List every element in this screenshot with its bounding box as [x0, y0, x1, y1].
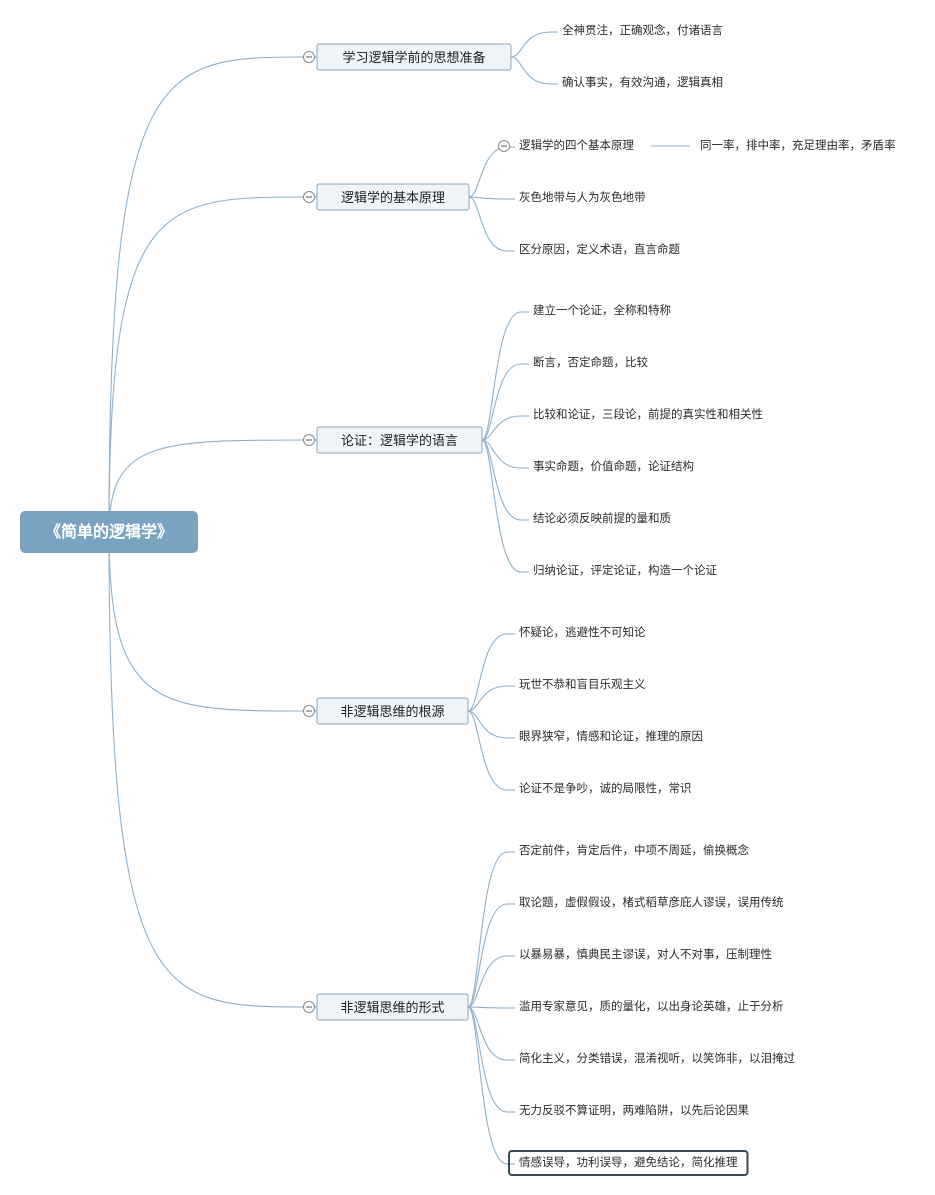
leaf-node[interactable]: 归纳论证，评定论证，构造一个论证 — [533, 563, 717, 577]
leaf-label: 怀疑论，逃避性不可知论 — [519, 625, 646, 639]
leaf-label: 断言，否定命题，比较 — [533, 355, 648, 369]
collapse-toggle-icon[interactable] — [303, 434, 315, 446]
leaf-node[interactable]: 灰色地带与人为灰色地带 — [519, 190, 646, 204]
branch-label: 非逻辑思维的根源 — [340, 704, 444, 720]
leaf-node[interactable]: 结论必须反映前提的量和质 — [533, 511, 671, 525]
leaf-label: 逻辑学的四个基本原理 — [519, 138, 634, 152]
collapse-toggle-icon[interactable] — [498, 140, 510, 152]
root-branch-edge — [108, 56, 310, 533]
branch-leaf-edge — [468, 196, 508, 252]
sub-leaf-label: 同一率，排中率，充足理由率，矛盾率 — [700, 138, 896, 152]
leaf-node[interactable]: 确认事实，有效沟通，逻辑真相 — [562, 75, 723, 89]
leaf-node[interactable]: 逻辑学的四个基本原理 — [519, 138, 634, 152]
leaf-label: 简化主义，分类错误，混淆视听，以笑饰非，以泪掩过 — [519, 1051, 795, 1065]
selection-outline — [508, 1150, 749, 1176]
root-branch-edge — [108, 196, 310, 533]
leaf-node[interactable]: 眼界狭窄，情感和论证，推理的原因 — [519, 729, 703, 743]
leaf-node[interactable]: 建立一个论证，全称和特称 — [533, 303, 671, 317]
leaf-node[interactable]: 简化主义，分类错误，混淆视听，以笑饰非，以泪掩过 — [519, 1051, 795, 1065]
branch-leaf-edge — [467, 710, 508, 739]
leaf-node[interactable]: 以暴易暴，慎典民主谬误，对人不对事，压制理性 — [519, 947, 772, 961]
leaf-label: 情感误导，功利误导，避免结论，简化推理 — [519, 1155, 738, 1169]
root-node[interactable]: 《简单的逻辑学》 — [20, 511, 198, 553]
branch-leaf-edge — [481, 415, 522, 441]
branch-leaf-edge — [481, 363, 522, 441]
branch-label: 学习逻辑学前的思想准备 — [342, 50, 485, 66]
leaf-node[interactable]: 论证不是争吵，诚的局限性，常识 — [519, 781, 692, 795]
branch-leaf-edge — [481, 439, 522, 573]
branch-leaf-edge — [467, 851, 508, 1008]
branch-leaf-edge — [510, 31, 551, 58]
leaf-node[interactable]: 全神贯注，正确观念，付诸语言 — [562, 23, 723, 37]
root-branch-edge — [108, 531, 310, 1008]
leaf-node[interactable]: 玩世不恭和盲目乐观主义 — [519, 677, 646, 691]
leaf-label: 眼界狭窄，情感和论证，推理的原因 — [519, 729, 703, 743]
leaf-label: 区分原因，定义术语，直言命题 — [519, 242, 680, 256]
leaf-node[interactable]: 比较和论证，三段论，前提的真实性和相关性 — [533, 407, 763, 421]
branch-leaf-edge — [467, 1006, 508, 1009]
branch-leaf-edge — [468, 146, 508, 198]
branch-leaf-edge — [510, 56, 551, 85]
branch-node[interactable]: 非逻辑思维的根源 — [316, 697, 469, 725]
branch-leaf-edge — [468, 196, 508, 200]
branch-node[interactable]: 逻辑学的基本原理 — [316, 183, 470, 211]
leaf-node[interactable]: 断言，否定命题，比较 — [533, 355, 648, 369]
collapse-toggle-icon[interactable] — [303, 1001, 315, 1013]
branch-leaf-edge — [467, 903, 508, 1008]
leaf-node-selected[interactable]: 情感误导，功利误导，避免结论，简化推理 — [508, 1150, 749, 1176]
branch-node[interactable]: 非逻辑思维的形式 — [316, 993, 469, 1021]
branch-leaf-edge — [467, 685, 508, 712]
leaf-node[interactable]: 事实命题，价值命题，论证结构 — [533, 459, 694, 473]
mind-map-edges — [108, 31, 690, 1165]
branch-leaf-edge — [467, 1006, 508, 1165]
branch-leaf-edge — [467, 633, 508, 712]
leaf-label: 灰色地带与人为灰色地带 — [519, 190, 646, 204]
root-branch-edge — [108, 531, 310, 712]
mind-map-nodes: 《简单的逻辑学》 学习逻辑学前的思想准备 全神贯注，正确观念，付诸语言确认事实，有… — [20, 23, 896, 1176]
branch-node[interactable]: 学习逻辑学前的思想准备 — [316, 43, 512, 71]
branch-label: 论证：逻辑学的语言 — [341, 433, 458, 449]
leaf-label: 归纳论证，评定论证，构造一个论证 — [533, 563, 717, 577]
leaf-node[interactable]: 怀疑论，逃避性不可知论 — [519, 625, 646, 639]
leaf-label: 结论必须反映前提的量和质 — [533, 511, 671, 525]
branch-leaf-edge — [481, 311, 522, 441]
leaf-label: 滥用专家意见，质的量化，以出身论英雄，止于分析 — [519, 999, 784, 1013]
collapse-toggle-icon[interactable] — [303, 191, 315, 203]
root-branch-edge — [108, 439, 310, 533]
leaf-node[interactable]: 滥用专家意见，质的量化，以出身论英雄，止于分析 — [519, 999, 784, 1013]
leaf-node[interactable]: 无力反驳不算证明，两难陷阱，以先后论因果 — [519, 1103, 749, 1117]
leaf-label: 事实命题，价值命题，论证结构 — [533, 459, 694, 473]
sub-leaf-node[interactable]: 同一率，排中率，充足理由率，矛盾率 — [700, 138, 896, 152]
branch-leaf-edge — [481, 439, 522, 469]
leaf-label: 以暴易暴，慎典民主谬误，对人不对事，压制理性 — [519, 947, 772, 961]
leaf-node[interactable]: 取论题，虚假假设，楮式稻草彦庇人谬误，误用传统 — [519, 895, 784, 909]
collapse-toggle-icon[interactable] — [303, 705, 315, 717]
leaf-label: 无力反驳不算证明，两难陷阱，以先后论因果 — [519, 1103, 749, 1117]
leaf-node[interactable]: 区分原因，定义术语，直言命题 — [519, 242, 680, 256]
leaf-label: 否定前件，肯定后件，中项不周延，偷换概念 — [519, 843, 749, 857]
leaf-label: 全神贯注，正确观念，付诸语言 — [562, 23, 723, 37]
leaf-label: 建立一个论证，全称和特称 — [533, 303, 671, 317]
leaf-label: 论证不是争吵，诚的局限性，常识 — [519, 781, 692, 795]
root-label: 《简单的逻辑学》 — [45, 522, 173, 541]
branch-leaf-edge — [467, 1006, 508, 1061]
leaf-label: 取论题，虚假假设，楮式稻草彦庇人谬误，误用传统 — [519, 895, 784, 909]
branch-node[interactable]: 论证：逻辑学的语言 — [316, 426, 483, 454]
leaf-label: 玩世不恭和盲目乐观主义 — [519, 677, 646, 691]
leaf-label: 确认事实，有效沟通，逻辑真相 — [562, 75, 723, 89]
leaf-label: 比较和论证，三段论，前提的真实性和相关性 — [533, 407, 763, 421]
branch-leaf-edge — [467, 955, 508, 1008]
branch-leaf-edge — [467, 710, 508, 791]
branch-label: 非逻辑思维的形式 — [340, 1000, 444, 1016]
collapse-toggle-icon[interactable] — [303, 51, 315, 63]
branch-label: 逻辑学的基本原理 — [341, 190, 445, 206]
leaf-node[interactable]: 否定前件，肯定后件，中项不周延，偷换概念 — [519, 843, 749, 857]
branch-leaf-edge — [481, 439, 522, 521]
